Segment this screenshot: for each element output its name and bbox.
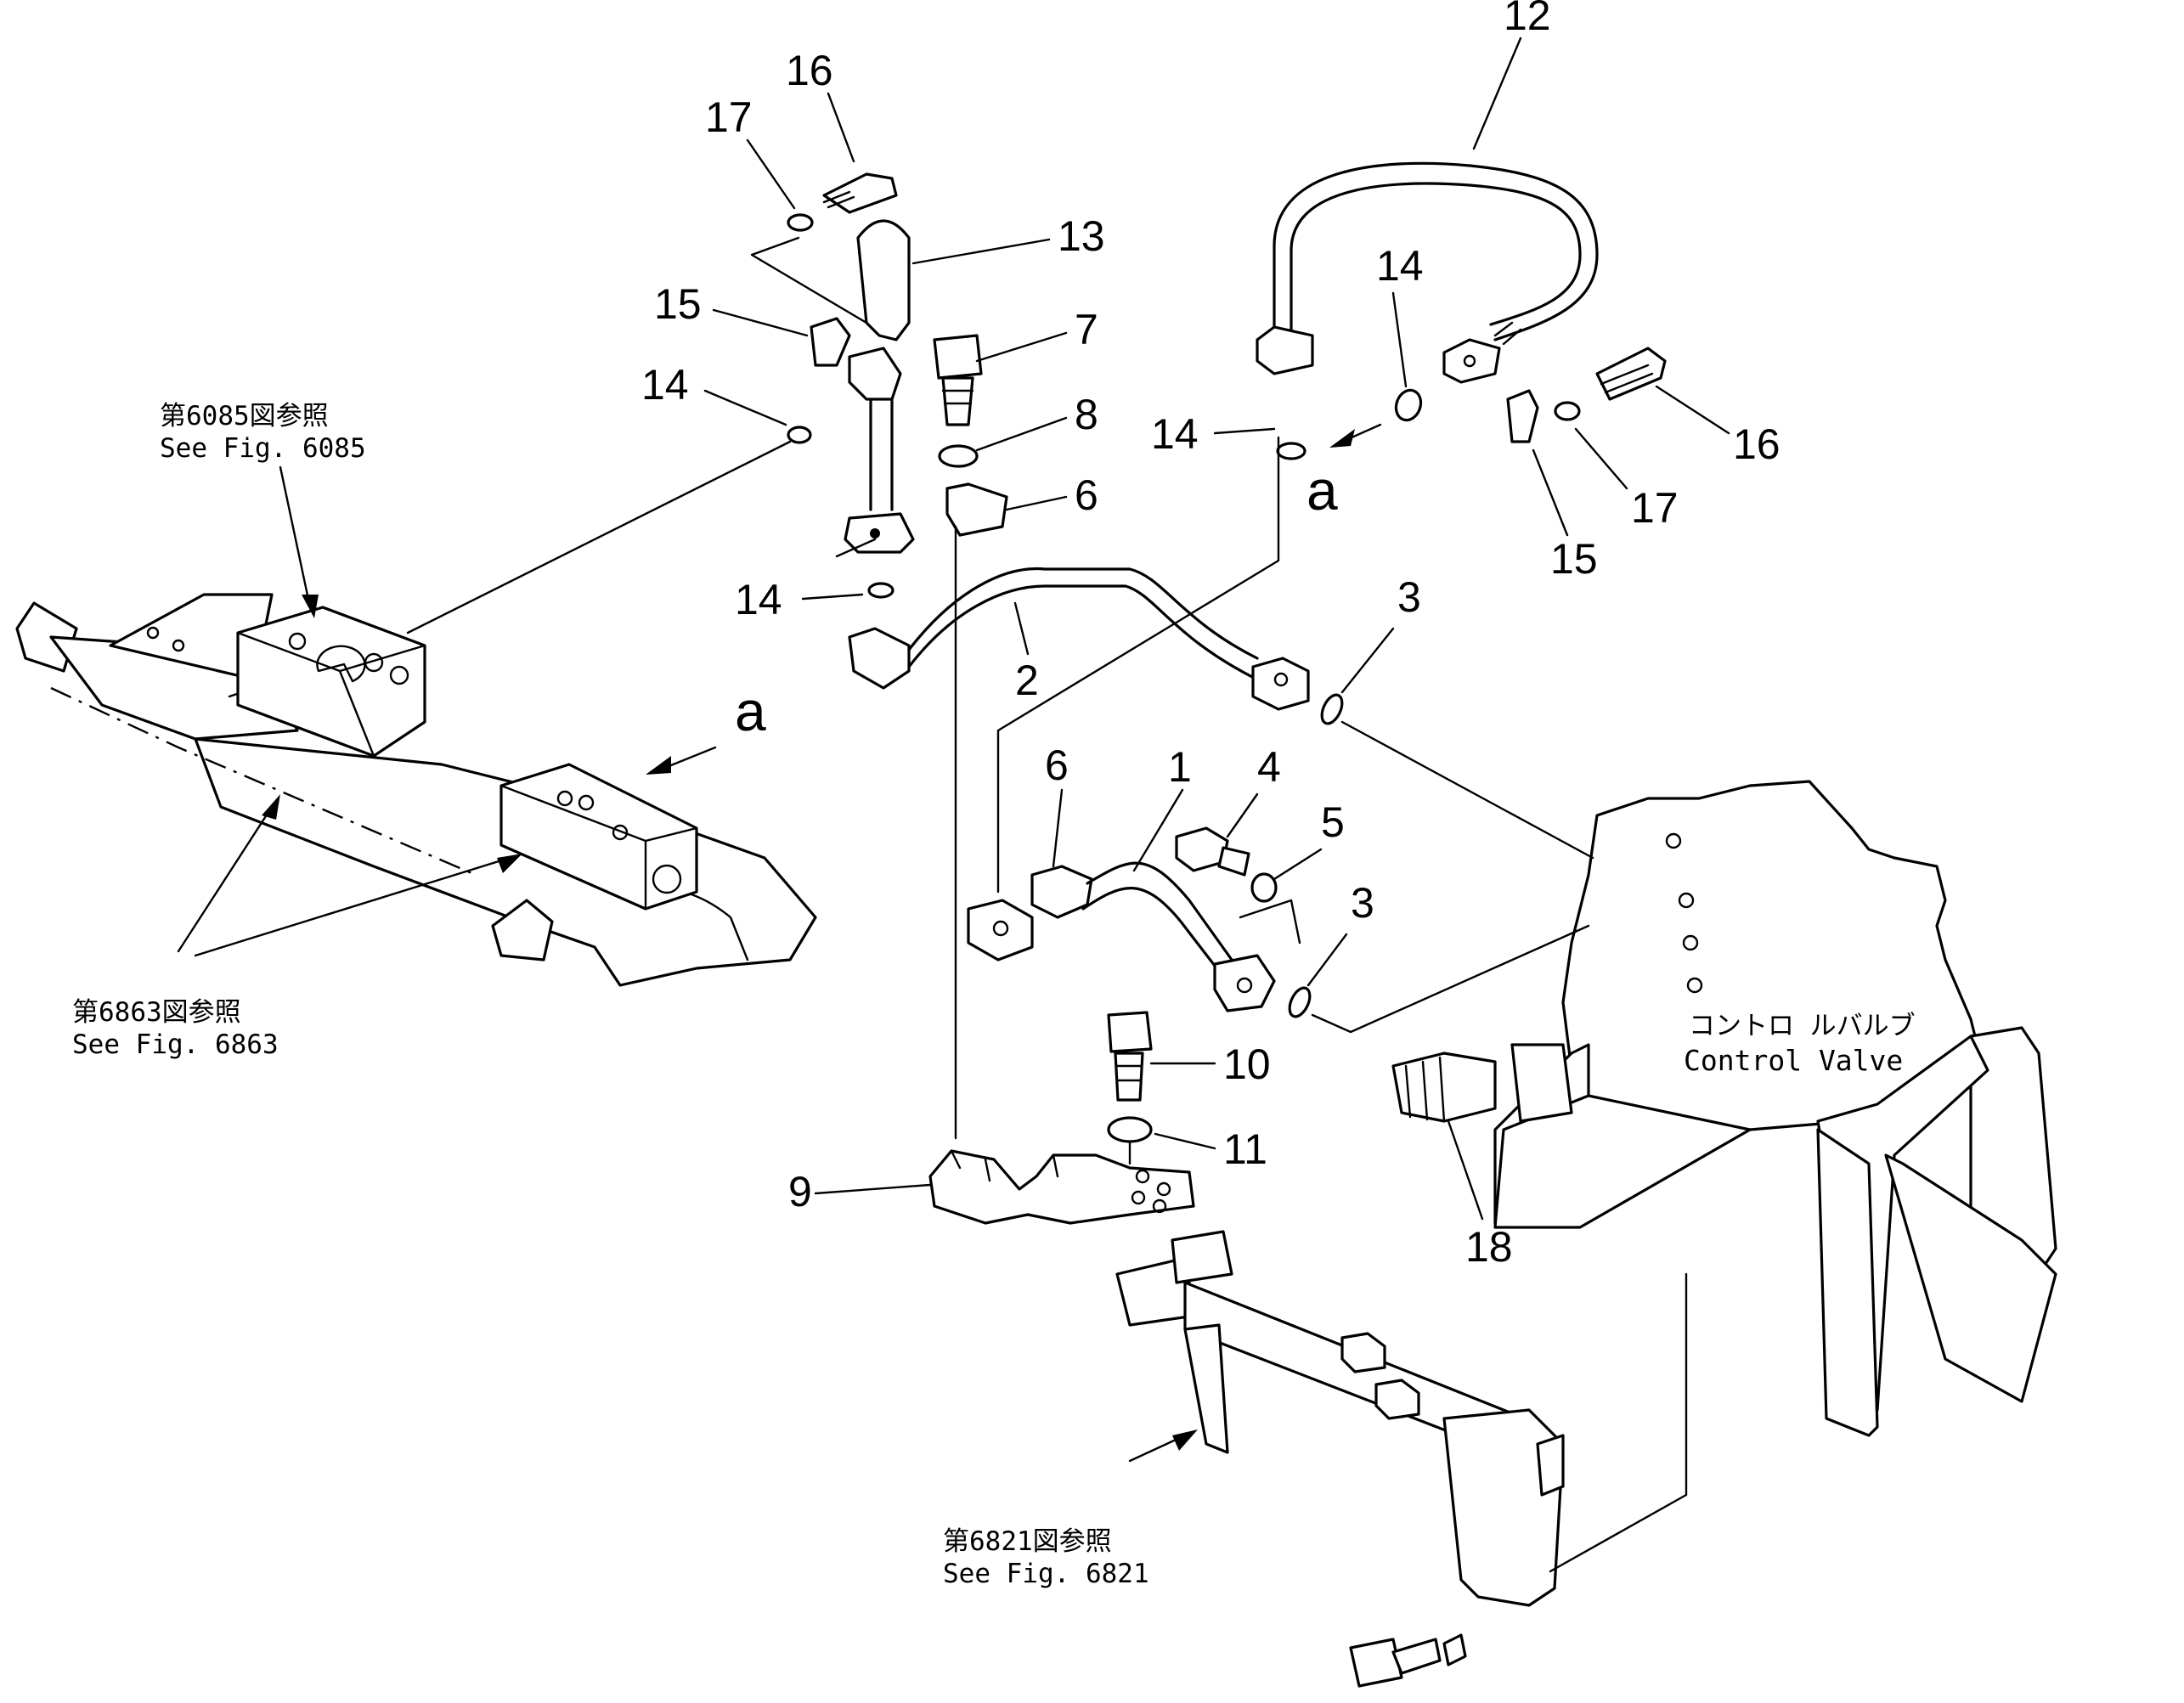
- callout-11: 11: [1223, 1125, 1267, 1173]
- arrows: [177, 423, 1382, 1463]
- reference-labels: 第6085図参照 See Fig. 6085 第6863図参照 See Fig.…: [72, 401, 1916, 1589]
- callout-1: 1: [1168, 743, 1192, 791]
- callout-12: 12: [1504, 0, 1551, 39]
- fastener-group-4-5: [1175, 826, 1278, 903]
- callout-18: 18: [1465, 1223, 1513, 1271]
- callout-6-lower: 6: [1045, 742, 1069, 789]
- control-valve-label-jp: コントロ ルバルブ: [1689, 1011, 1916, 1041]
- callout-15-right: 15: [1550, 535, 1598, 583]
- callout-16-left: 16: [786, 47, 833, 94]
- callout-6-upper: 6: [1075, 471, 1098, 519]
- bracket-assembly-lower: [1115, 1230, 1565, 1688]
- hose-12: [1256, 161, 1667, 460]
- ref-6821-en: See Fig. 6821: [943, 1559, 1149, 1589]
- ref-6863-jp: 第6863図参照: [72, 997, 241, 1028]
- section-marks: a a: [735, 459, 1338, 742]
- ref-6821-jp: 第6821図参照: [943, 1526, 1112, 1557]
- control-valve-label-en: Control Valve: [1684, 1044, 1903, 1077]
- callout-8: 8: [1075, 391, 1098, 438]
- callouts: 1 2 3 3 4 5 6 6 7 8 9 10 11 12 13 14 14 …: [641, 0, 1780, 1271]
- callout-13: 13: [1058, 212, 1105, 260]
- callout-4: 4: [1257, 743, 1281, 791]
- callout-10: 10: [1223, 1040, 1271, 1088]
- ref-6863-en: See Fig. 6863: [72, 1029, 279, 1060]
- callout-5: 5: [1321, 798, 1345, 846]
- callout-7: 7: [1075, 306, 1098, 353]
- leader-lines: [406, 236, 1688, 1573]
- fastener-group-10-11: [1107, 1011, 1153, 1143]
- callout-15-left: 15: [654, 280, 702, 328]
- tube-2: [848, 567, 1310, 711]
- tube-1: [967, 861, 1276, 1012]
- ref-6085-jp: 第6085図参照: [160, 401, 329, 431]
- callout-17-right: 17: [1631, 484, 1679, 532]
- callout-14-d: 14: [1376, 242, 1424, 290]
- bracket-9: [928, 1149, 1195, 1225]
- callout-9: 9: [788, 1168, 812, 1215]
- o-rings-3: [1288, 693, 1344, 1018]
- callout-3-lower: 3: [1351, 879, 1374, 927]
- fastener-group-center: [933, 334, 1008, 537]
- callout-14-c: 14: [1151, 410, 1199, 458]
- callout-17-left: 17: [705, 93, 753, 141]
- callout-3-upper: 3: [1397, 573, 1421, 621]
- control-valve: [1391, 780, 2057, 1437]
- section-mark-a-left: a: [735, 680, 766, 742]
- fastener-group-left: [787, 172, 898, 599]
- callout-14-b: 14: [735, 576, 782, 623]
- section-mark-a-right: a: [1306, 459, 1338, 522]
- callout-14-a: 14: [641, 361, 689, 409]
- tube-13: [844, 219, 915, 554]
- callout-16-right: 16: [1733, 420, 1780, 468]
- callout-2: 2: [1015, 657, 1039, 704]
- ref-6085-en: See Fig. 6085: [160, 433, 366, 464]
- frame-assembly-left: [15, 593, 817, 987]
